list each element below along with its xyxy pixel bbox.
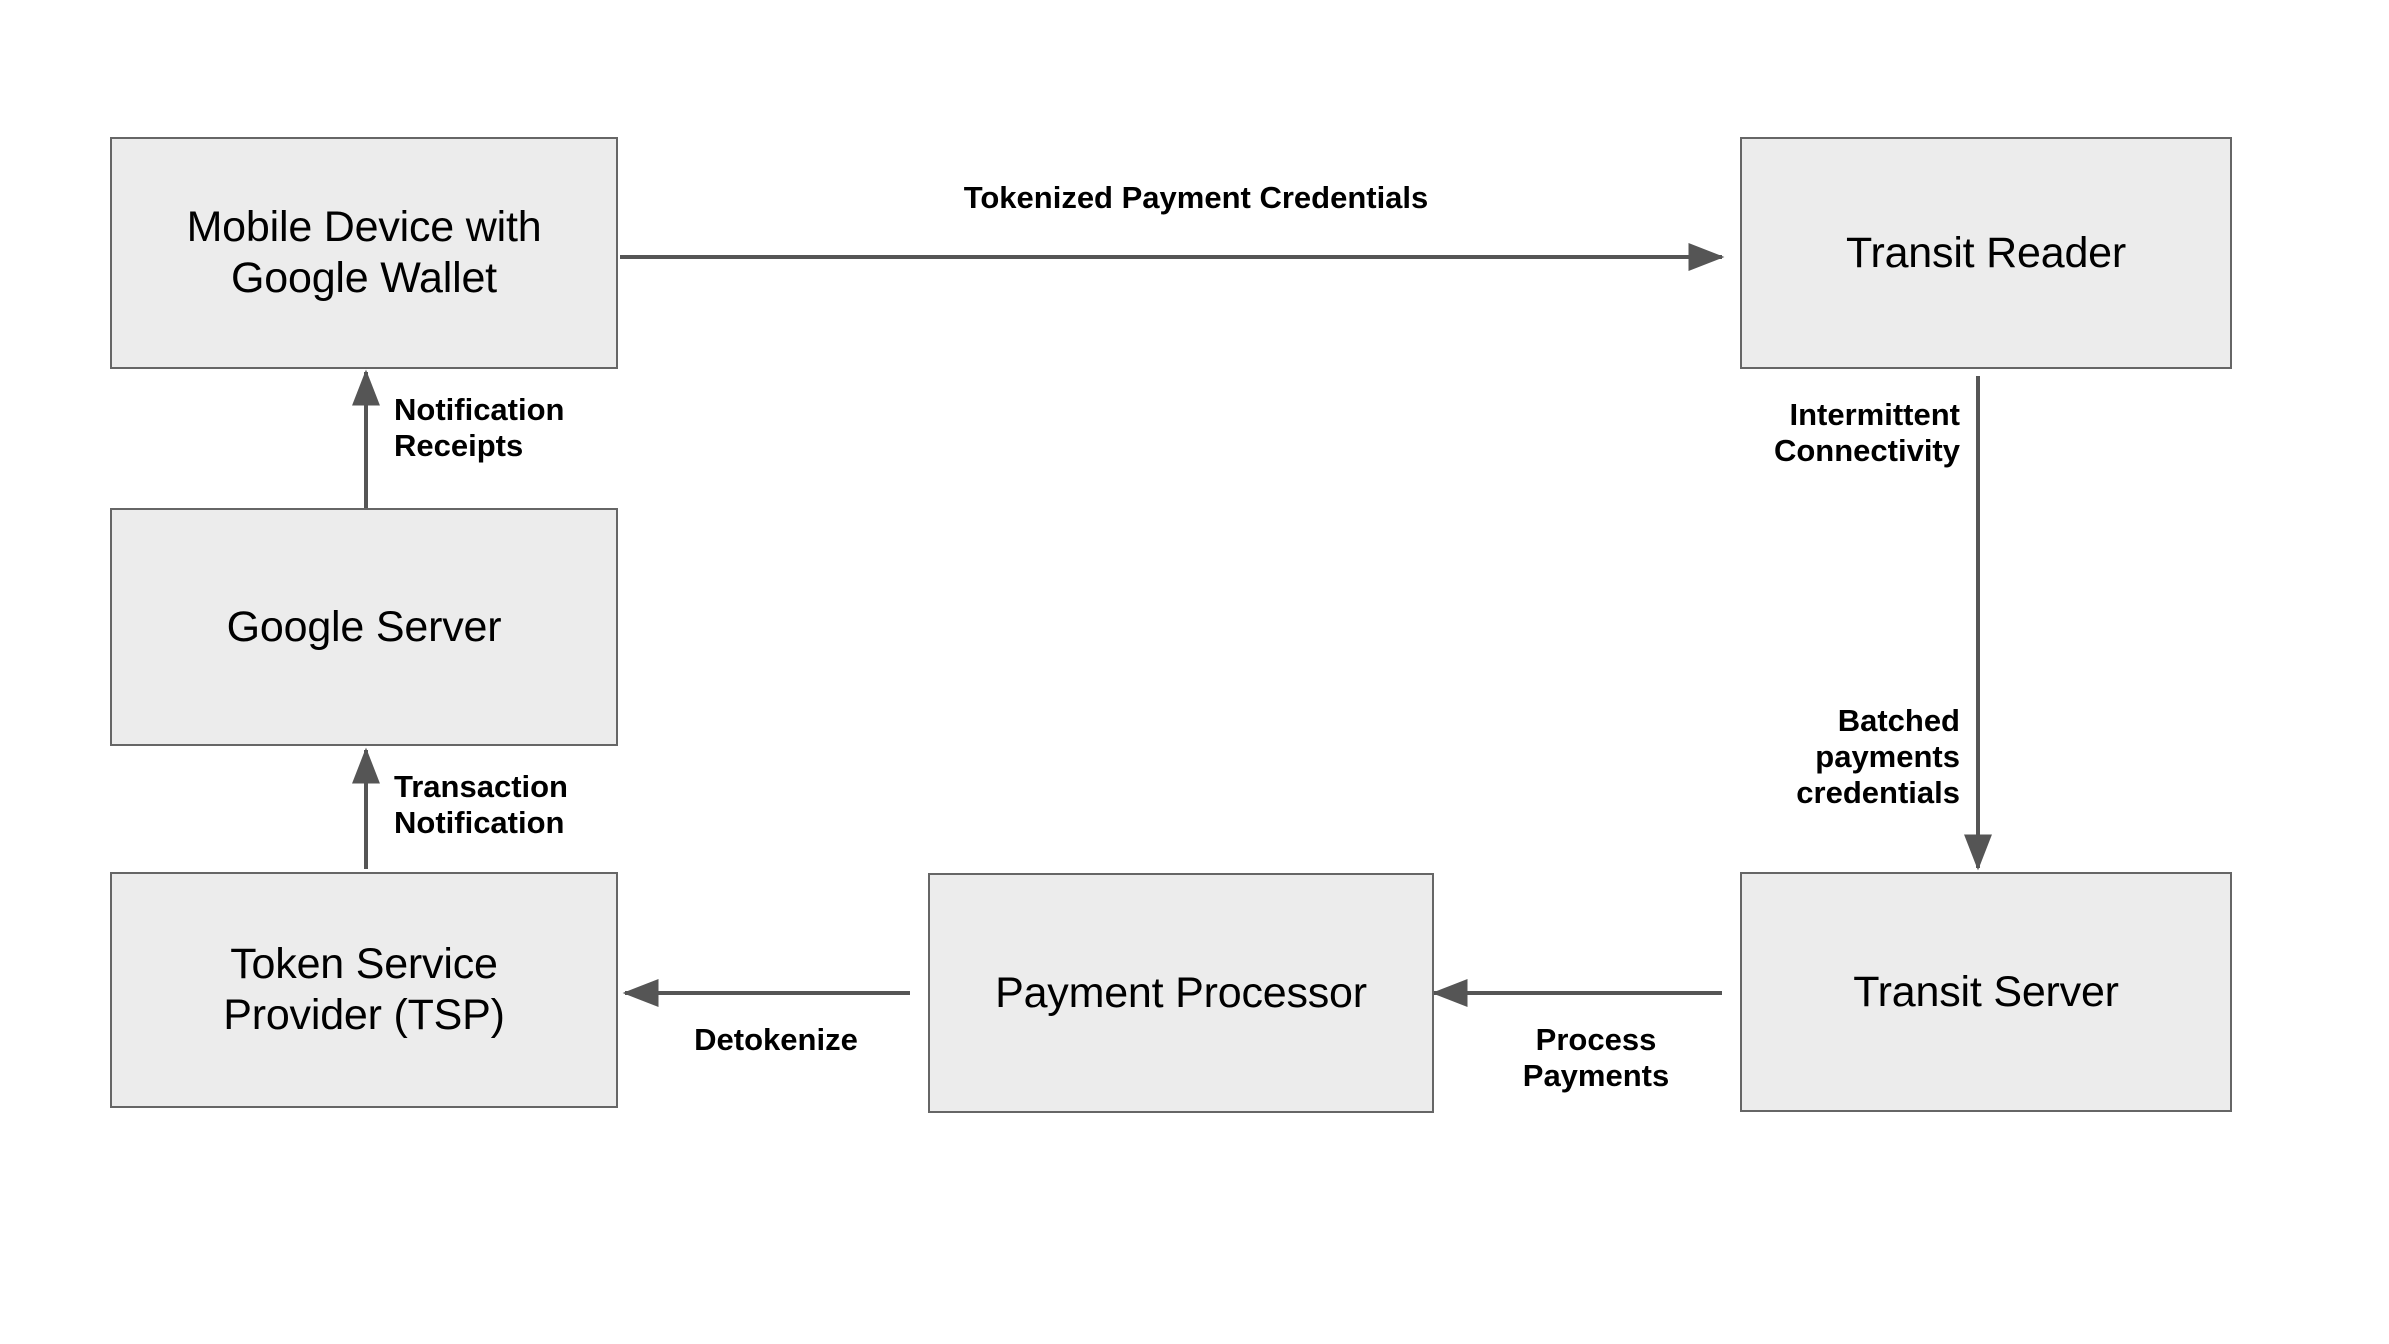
node-payment-processor[interactable]: Payment Processor — [928, 873, 1434, 1113]
edge-label-transaction-notification: Transaction Notification — [394, 769, 568, 840]
node-google-server[interactable]: Google Server — [110, 508, 618, 746]
edge-label-intermittent-connectivity: Intermittent Connectivity — [1773, 397, 1960, 468]
edge-label-notification-receipts: Notification Receipts — [394, 392, 565, 463]
node-payment-processor-label: Payment Processor — [995, 968, 1367, 1017]
edge-label-tokenized-payment-credentials: Tokenized Payment Credentials — [963, 180, 1429, 215]
node-transit-reader-label: Transit Reader — [1846, 228, 2126, 277]
node-transit-server[interactable]: Transit Server — [1740, 872, 2232, 1112]
edge-label-detokenize: Detokenize — [694, 1022, 858, 1057]
node-token-service-provider-label: Token Service Provider (TSP) — [223, 940, 505, 1039]
node-transit-reader[interactable]: Transit Reader — [1740, 137, 2232, 369]
node-transit-server-label: Transit Server — [1853, 967, 2119, 1016]
node-google-server-label: Google Server — [226, 602, 502, 651]
node-token-service-provider[interactable]: Token Service Provider (TSP) — [110, 872, 618, 1108]
node-mobile-device[interactable]: Mobile Device with Google Wallet — [110, 137, 618, 369]
edge-label-process-payments: Process Payments — [1522, 1022, 1670, 1093]
edge-label-batched-payments-credentials: Batched payments credentials — [1796, 703, 1960, 810]
node-mobile-device-label: Mobile Device with Google Wallet — [186, 203, 542, 302]
